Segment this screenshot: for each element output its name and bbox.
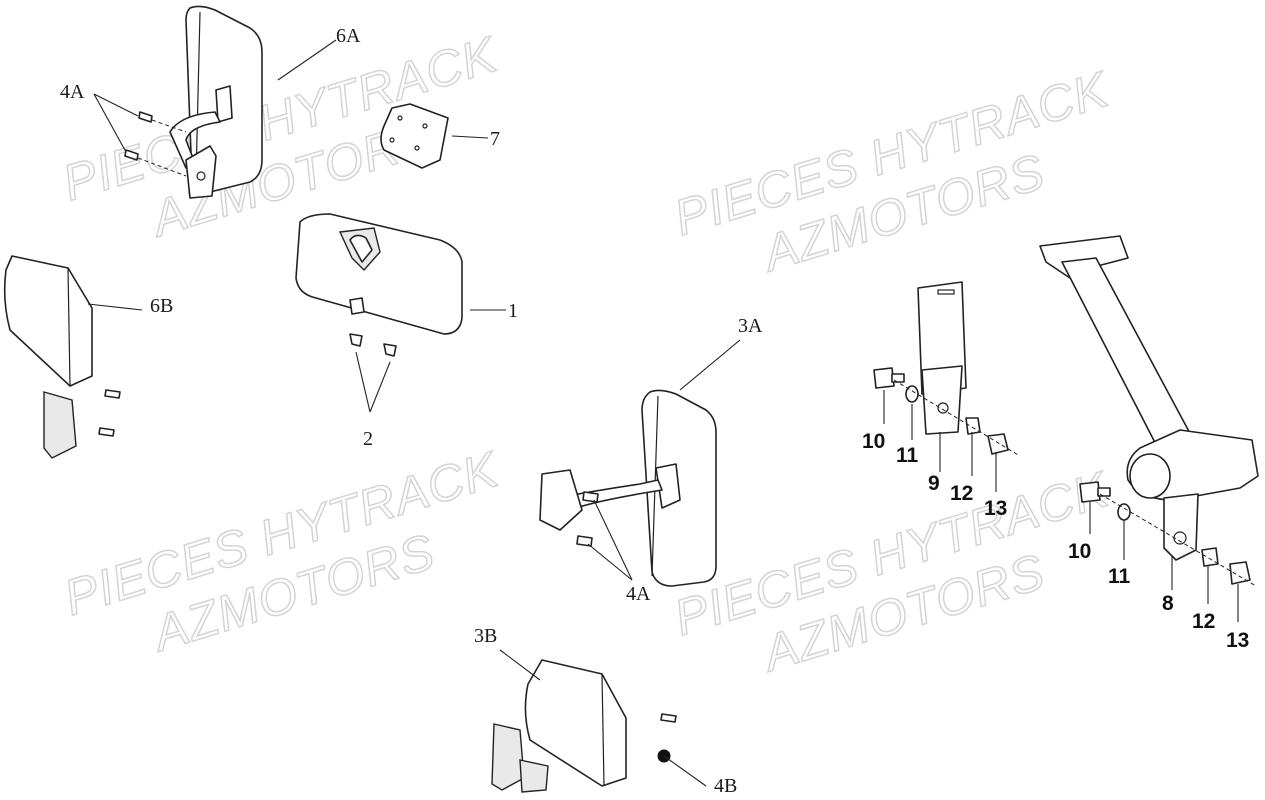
label-4A-mid: 4A: [626, 583, 651, 605]
retractor-8: [1039, 235, 1259, 561]
mirror-3B: [491, 659, 677, 793]
label-8: 8: [1162, 592, 1174, 615]
label-4A-top: 4A: [60, 81, 85, 103]
fasteners-9: [873, 367, 1021, 457]
label-3B: 3B: [474, 625, 497, 647]
label-6B: 6B: [150, 295, 173, 317]
label-13-a: 13: [984, 497, 1007, 520]
label-1: 1: [508, 300, 518, 322]
leader-lines: [87, 39, 1239, 787]
label-4B: 4B: [714, 775, 737, 797]
label-7: 7: [490, 128, 500, 150]
label-12-a: 12: [950, 482, 973, 505]
buckle-9: [917, 281, 967, 435]
label-12-b: 12: [1192, 610, 1215, 633]
label-6A: 6A: [336, 25, 361, 47]
label-9: 9: [928, 472, 940, 495]
label-10-b: 10: [1068, 540, 1091, 563]
label-11-b: 11: [1108, 565, 1131, 588]
part-labels: 6A 4A 7 6B 1 2 3A 4A 3B 4B 10 11 9 12 13…: [60, 25, 1249, 797]
label-2: 2: [363, 428, 373, 450]
label-13-b: 13: [1226, 629, 1249, 652]
mirror-6A: [124, 5, 263, 199]
fasteners-8: [1079, 481, 1257, 587]
mirror-6B: [3, 255, 121, 459]
label-11-a: 11: [896, 444, 919, 467]
mirror-1: [295, 213, 463, 357]
label-3A: 3A: [738, 315, 763, 337]
mirror-3A: [539, 389, 717, 587]
label-10-a: 10: [862, 430, 885, 453]
plate-7: [380, 103, 449, 169]
